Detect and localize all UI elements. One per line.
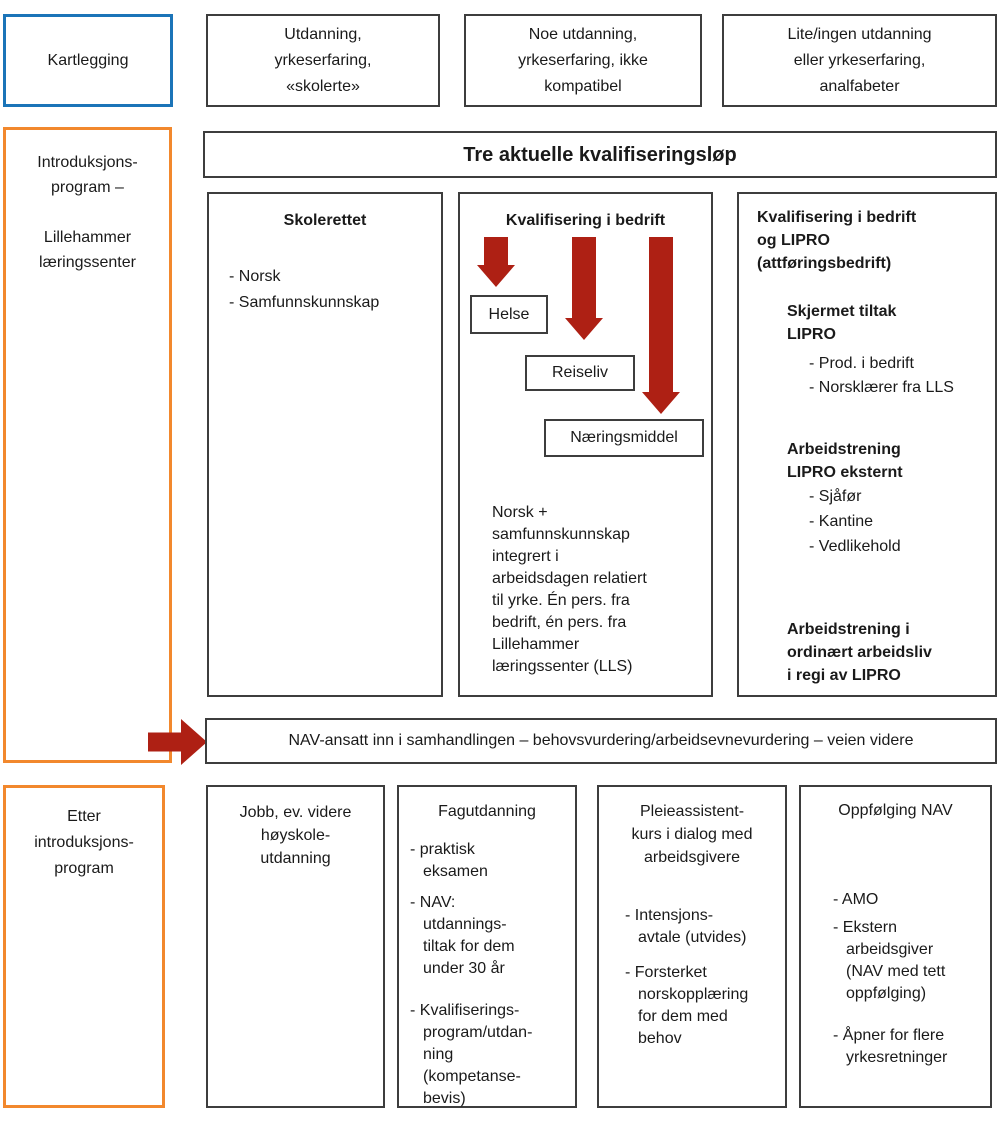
- column-kvalifisering-lipro: Kvalifisering i bedrift og LIPRO (attfør…: [737, 192, 997, 697]
- etter-introduksjonsprogram-label: Etter introduksjons- program: [34, 808, 134, 877]
- fagutdanning-bullets: - praktisk eksamen - NAV: utdannings- ti…: [410, 839, 570, 1110]
- helse-box: Helse: [470, 295, 548, 334]
- bullet-item: - Kantine: [809, 513, 874, 530]
- etter-introduksjonsprogram-box: Etter introduksjons- program: [3, 785, 165, 1108]
- reiseliv-box: Reiseliv: [525, 355, 635, 391]
- skjermet-tiltak-items: - Prod. i bedrift - Norsklærer fra LLS: [809, 352, 989, 400]
- naeringsmiddel-label: Næringsmiddel: [570, 429, 678, 446]
- down-arrow-icon: [477, 237, 515, 287]
- kvalifisering-bedrift-title: Kvalifisering i bedrift: [505, 212, 666, 229]
- down-arrow-icon: [565, 237, 603, 340]
- fagutdanning-title: Fagutdanning: [438, 803, 536, 820]
- bullet-item: - Samfunnskunnskap: [229, 294, 380, 311]
- box-pleieassistent: Pleieassistent- kurs i dialog med arbeid…: [597, 785, 787, 1108]
- bullet-item: - Åpner for flere yrkesretninger: [833, 1027, 948, 1066]
- box-utdanning-skolerte-label: Utdanning, yrkeserfaring, «skolerte»: [274, 25, 372, 95]
- bullet-item: - Ekstern arbeidsgiver (NAV med tett opp…: [833, 919, 946, 1002]
- bedrift-note: Norsk + samfunnskunnskap integrert i arb…: [492, 504, 647, 675]
- bullet-item: - Norsklærer fra LLS: [809, 379, 954, 396]
- oppfolging-nav-bullets: - AMO - Ekstern arbeidsgiver (NAV med te…: [833, 889, 988, 1069]
- box-fagutdanning: Fagutdanning - praktisk eksamen - NAV: u…: [397, 785, 577, 1108]
- skjermet-tiltak-title: Skjermet tiltak LIPRO: [787, 303, 897, 343]
- bullet-item: - Prod. i bedrift: [809, 355, 914, 372]
- down-arrow-icon: [642, 237, 680, 414]
- box-lite-ingen-utdanning: Lite/ingen utdanning eller yrkeserfaring…: [722, 14, 997, 107]
- skolerettet-title: Skolerettet: [283, 212, 367, 229]
- box-noe-utdanning-label: Noe utdanning, yrkeserfaring, ikke kompa…: [518, 25, 648, 95]
- bullet-item: - Vedlikehold: [809, 538, 901, 555]
- naeringsmiddel-box: Næringsmiddel: [544, 419, 704, 457]
- introduksjonsprogram-label: Introduksjons- program – Lillehammer lær…: [37, 154, 138, 271]
- box-lite-ingen-utdanning-label: Lite/ingen utdanning eller yrkeserfaring…: [787, 25, 932, 95]
- pleieassistent-bullets: - Intensjons- avtale (utvides) - Forster…: [625, 905, 783, 1050]
- column-kvalifisering-bedrift: Kvalifisering i bedrift Helse Reiseliv N…: [458, 192, 713, 697]
- box-jobb: Jobb, ev. videre høyskole- utdanning: [206, 785, 385, 1108]
- bullet-item: - NAV: utdannings- tiltak for dem under …: [410, 894, 515, 977]
- box-oppfolging-nav: Oppfølging NAV - AMO - Ekstern arbeidsgi…: [799, 785, 992, 1108]
- jobb-title: Jobb, ev. videre høyskole- utdanning: [239, 804, 352, 867]
- bullet-item: - Sjåfør: [809, 488, 862, 505]
- bullet-item: - Norsk: [229, 268, 281, 285]
- reiseliv-label: Reiseliv: [551, 364, 608, 381]
- lipro-title: Kvalifisering i bedrift og LIPRO (attfør…: [757, 209, 917, 272]
- introduksjonsprogram-box: Introduksjons- program – Lillehammer lær…: [3, 127, 172, 763]
- box-utdanning-skolerte: Utdanning, yrkeserfaring, «skolerte»: [206, 14, 440, 107]
- kartlegging-box: Kartlegging: [3, 14, 173, 107]
- pleieassistent-title: Pleieassistent- kurs i dialog med arbeid…: [631, 803, 753, 866]
- helse-label: Helse: [488, 305, 530, 323]
- diagram-title: Tre aktuelle kvalifiseringsløp: [463, 143, 737, 166]
- arbeidstrening-eksternt-items: - Sjåfør - Kantine - Vedlikehold: [809, 484, 989, 559]
- bullet-item: - Kvalifiserings- program/utdan- ning (k…: [410, 1002, 533, 1107]
- bullet-item: - Intensjons- avtale (utvides): [625, 907, 747, 946]
- bullet-item: - praktisk eksamen: [410, 841, 488, 880]
- nav-band: NAV-ansatt inn i samhandlingen – behovsv…: [205, 718, 997, 764]
- kartlegging-label: Kartlegging: [47, 51, 129, 69]
- right-arrow-icon: [148, 719, 207, 765]
- bullet-item: - AMO: [833, 891, 879, 908]
- arbeidstrening-eksternt-title: Arbeidstrening LIPRO eksternt: [787, 441, 903, 481]
- bullet-item: - Forsterket norskopplæring for dem med …: [625, 964, 749, 1047]
- arbeidstrening-ordinaert-label: Arbeidstrening i ordinært arbeidsliv i r…: [787, 621, 932, 684]
- oppfolging-nav-title: Oppfølging NAV: [838, 802, 953, 819]
- skolerettet-items: - Norsk - Samfunnskunnskap: [229, 264, 429, 316]
- box-noe-utdanning: Noe utdanning, yrkeserfaring, ikke kompa…: [464, 14, 702, 107]
- column-skolerettet: Skolerettet - Norsk - Samfunnskunnskap: [207, 192, 443, 697]
- nav-band-label: NAV-ansatt inn i samhandlingen – behovsv…: [288, 732, 914, 749]
- header-box: Tre aktuelle kvalifiseringsløp: [203, 131, 997, 178]
